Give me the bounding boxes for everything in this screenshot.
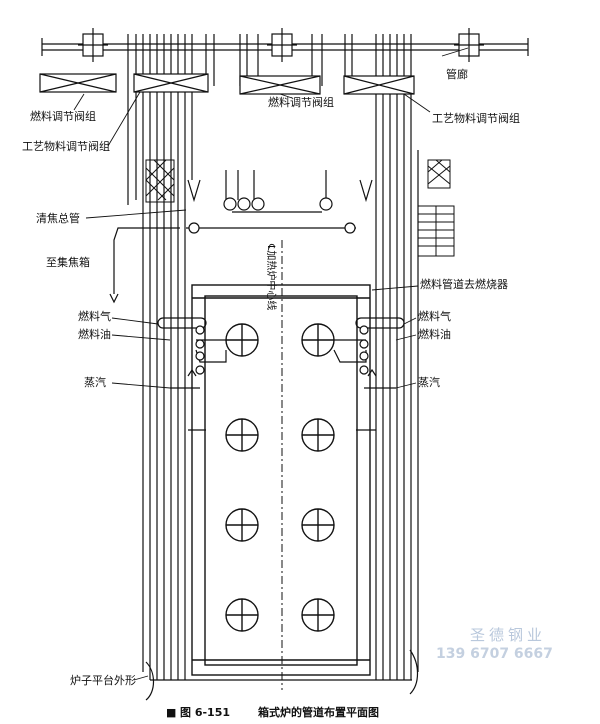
leader-lines — [73, 47, 469, 681]
label-process-valve-group-left: 工艺物料调节阀组 — [22, 139, 110, 153]
valve-groups — [39, 73, 415, 95]
label-platform-outline: 炉子平台外形 — [70, 673, 136, 687]
label-fuel-valve-group-center: 燃料调节阀组 — [268, 95, 334, 109]
label-process-valve-group-right: 工艺物料调节阀组 — [432, 111, 520, 125]
label-heater-centerline: ℄加热炉中心线 — [265, 243, 278, 310]
caption-number: 图 6-151 — [180, 706, 230, 719]
left-fuel-valve-group — [39, 73, 117, 93]
label-fuel-to-burner: 燃料管道去燃烧器 — [420, 277, 508, 291]
label-fuel-valve-group-left: 燃料调节阀组 — [30, 109, 96, 123]
right-vertical-pipes — [239, 34, 419, 680]
watermark-company: 圣德钢业 — [470, 626, 546, 644]
right-process-valve-group — [343, 75, 415, 95]
watermark-phone: 139 6707 6667 — [436, 646, 553, 662]
burner — [225, 508, 259, 542]
label-fuel-oil-left: 燃料油 — [78, 327, 111, 341]
center-fuel-valve-group — [239, 75, 321, 95]
burner — [301, 418, 335, 452]
hatched-headers — [145, 159, 455, 257]
decoking-main — [109, 170, 373, 304]
burner — [225, 418, 259, 452]
left-vertical-pipes — [127, 34, 215, 680]
furnace-box — [191, 240, 371, 690]
burner — [301, 508, 335, 542]
pipe-gallery — [41, 28, 529, 62]
left-process-valve-group — [133, 73, 209, 93]
burner — [301, 598, 335, 632]
platform-outline — [145, 649, 419, 701]
label-steam-left: 蒸汽 — [84, 375, 106, 389]
label-steam-right: 蒸汽 — [418, 375, 440, 389]
label-fuel-oil-right: 燃料油 — [418, 327, 451, 341]
caption-marker: ■ — [166, 706, 176, 719]
label-fuel-gas-left: 燃料气 — [78, 309, 111, 323]
burner — [225, 323, 259, 357]
caption-title: 箱式炉的管道布置平面图 — [258, 705, 379, 719]
label-to-coke-box: 至集焦箱 — [46, 255, 90, 269]
burners — [225, 323, 335, 632]
label-pipe-gallery: 管廊 — [446, 67, 468, 81]
burner — [301, 323, 335, 357]
label-decoking-main: 清焦总管 — [36, 211, 80, 225]
burner-feeds — [157, 317, 405, 431]
burner — [225, 598, 259, 632]
label-fuel-gas-right: 燃料气 — [418, 309, 451, 323]
